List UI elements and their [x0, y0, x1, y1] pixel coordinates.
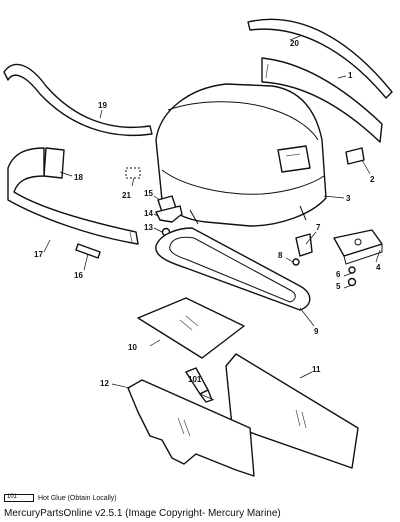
callout-18: 18 [74, 173, 83, 182]
part-20-trim-strip [247, 18, 393, 99]
callout-3: 3 [346, 194, 351, 203]
part-17-side-panel [7, 147, 139, 245]
callout-21: 21 [122, 191, 131, 200]
glue-legend-icon: 101 [4, 494, 34, 502]
glue-tube-label: 101 [188, 375, 202, 384]
part-8-fastener [292, 258, 300, 266]
part-5-washer [347, 277, 357, 287]
part-10-panel [137, 297, 245, 359]
part-18-pad [43, 147, 65, 179]
exploded-parts-diagram: 101 1 2 3 4 5 6 7 8 9 10 1 [3, 18, 393, 477]
part-1-seal-strip [261, 57, 383, 143]
copyright-footer: MercuryPartsOnline v2.5.1 (Image Copyrig… [4, 508, 281, 519]
part-2-pad [345, 147, 365, 165]
callout-8: 8 [278, 251, 283, 260]
part-16-strip [75, 243, 101, 259]
legend-text: Hot Glue (Obtain Locally) [38, 494, 117, 502]
part-9-seal-ring [155, 227, 311, 311]
callout-5: 5 [336, 282, 341, 291]
leader-lines [43, 35, 381, 401]
callout-12: 12 [100, 379, 109, 388]
legend: 101 Hot Glue (Obtain Locally) [4, 492, 117, 504]
callout-10: 10 [128, 343, 137, 352]
part-12-panel [127, 379, 255, 477]
callout-4: 4 [376, 263, 381, 272]
callout-1: 1 [348, 71, 353, 80]
part-4-latch [333, 229, 383, 257]
part-14-bracket [155, 205, 183, 223]
callout-7: 7 [316, 223, 321, 232]
callout-15: 15 [144, 189, 153, 198]
callout-6: 6 [336, 270, 341, 279]
callout-19: 19 [98, 101, 107, 110]
part-6-nut [348, 266, 356, 274]
callout-11: 11 [312, 365, 321, 374]
callout-14: 14 [144, 209, 153, 218]
part-19-trim-strip [3, 63, 153, 137]
callout-17: 17 [34, 250, 43, 259]
glue-tube-icon: 101 [185, 367, 213, 403]
callout-9: 9 [314, 327, 319, 336]
part-11-panel [225, 353, 359, 469]
callout-2: 2 [370, 175, 375, 184]
callout-16: 16 [74, 271, 83, 280]
callout-numbers: 1 2 3 4 5 6 7 8 9 10 11 12 13 14 15 16 1… [34, 39, 381, 388]
glue-legend-icon-label: 101 [7, 494, 18, 500]
part-7-bracket [295, 233, 313, 257]
part-3-engine-cowl [155, 83, 327, 227]
callout-20: 20 [290, 39, 299, 48]
callout-13: 13 [144, 223, 153, 232]
part-21-spacer [125, 167, 141, 179]
